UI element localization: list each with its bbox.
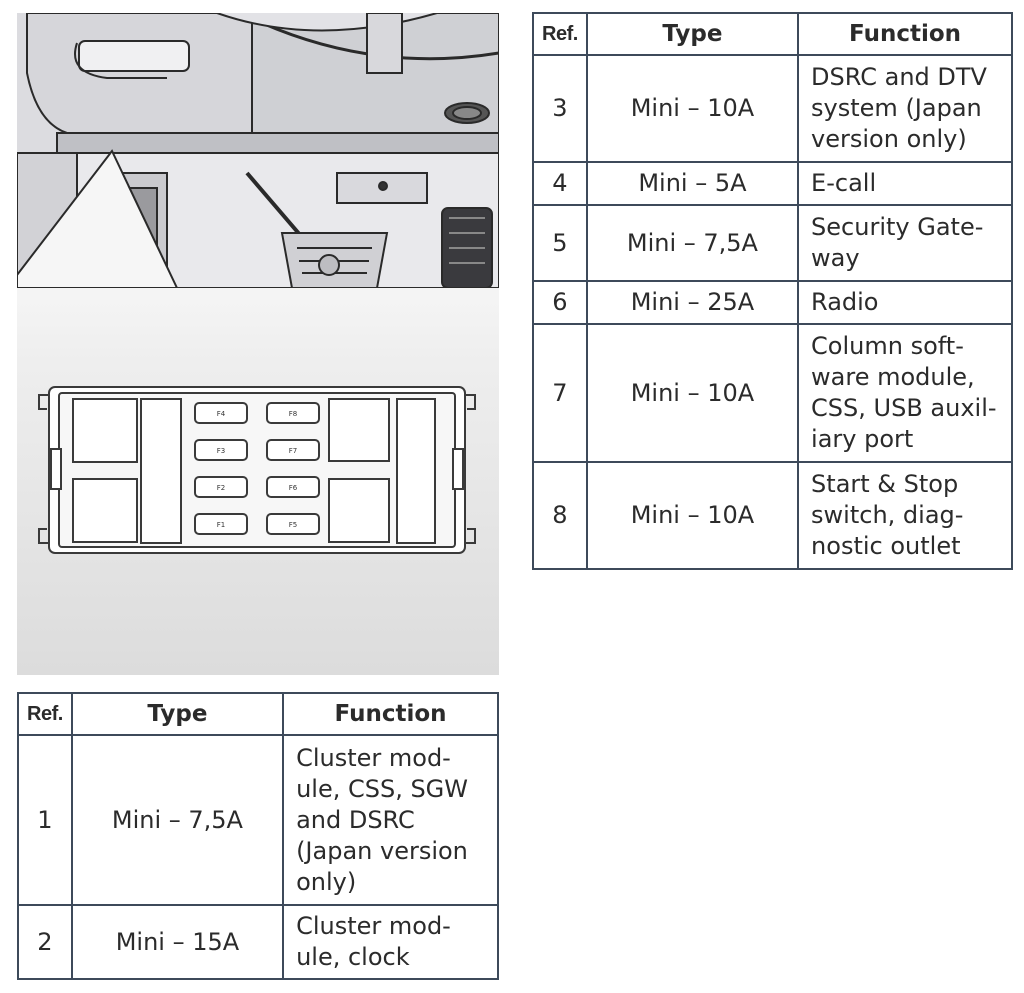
cell-type: Mini – 7,5A — [70, 734, 285, 906]
cell-ref: 8 — [532, 461, 588, 570]
function-line: and DSRC — [296, 805, 415, 834]
header-type: Type — [70, 692, 285, 736]
function-line: switch, diag- — [811, 501, 964, 529]
table-header-row: Ref. Type Function — [532, 12, 1013, 56]
fuse-table-lower: Ref. Type Function 1 Mini – 7,5A Cluster… — [17, 692, 499, 980]
fuse-label-f7: F7 — [289, 447, 297, 455]
cell-function: Start & Stop switch, diag- nostic outlet — [797, 461, 1013, 570]
table-row: 4 Mini – 5A E-call — [532, 161, 1013, 206]
fuse-box-illustration: F4 F8 F3 F7 F2 F6 F1 F5 — [17, 13, 499, 675]
header-function: Function — [282, 692, 499, 736]
cell-ref: 7 — [532, 323, 588, 463]
header-type: Type — [585, 12, 800, 56]
table-row: 3 Mini – 10A DSRC and DTV system (Japan … — [532, 54, 1013, 163]
fuse-label-f2: F2 — [217, 484, 225, 492]
cell-type: Mini – 7,5A — [585, 204, 800, 282]
table-row: 5 Mini – 7,5A Security Gate- way — [532, 204, 1013, 282]
header-ref: Ref. — [17, 692, 73, 736]
cell-ref: 3 — [532, 54, 588, 163]
function-line: Radio — [811, 288, 879, 316]
function-line: CSS, USB auxil- — [811, 394, 997, 422]
table-row: 6 Mini – 25A Radio — [532, 280, 1013, 325]
cell-type: Mini – 10A — [585, 54, 800, 163]
cell-function: Column soft- ware module, CSS, USB auxil… — [797, 323, 1013, 463]
fuse-table-upper: Ref. Type Function 3 Mini – 10A DSRC and… — [532, 12, 1013, 570]
cell-function: Radio — [797, 280, 1013, 325]
function-line: (Japan version — [296, 836, 468, 865]
function-line: only) — [296, 867, 357, 896]
table-row: 2 Mini – 15A Cluster mod- ule, clock — [17, 904, 499, 980]
cell-ref: 1 — [17, 734, 73, 906]
function-line: ule, CSS, SGW — [296, 774, 469, 803]
function-line: Security Gate- — [811, 213, 984, 241]
cell-function: E-call — [797, 161, 1013, 206]
fuse-label-f8: F8 — [289, 410, 297, 418]
header-ref: Ref. — [532, 12, 588, 56]
table-row: 1 Mini – 7,5A Cluster mod- ule, CSS, SGW… — [17, 734, 499, 906]
function-line: Start & Stop — [811, 470, 959, 498]
fuse-label-f1: F1 — [217, 521, 225, 529]
function-line: way — [811, 244, 860, 272]
fuse-label-f4: F4 — [217, 410, 226, 418]
cell-ref: 6 — [532, 280, 588, 325]
function-line: DSRC and DTV — [811, 63, 987, 91]
fuse-label-f3: F3 — [217, 447, 225, 455]
cell-type: Mini – 25A — [585, 280, 800, 325]
header-function: Function — [797, 12, 1013, 56]
table-header-row: Ref. Type Function — [17, 692, 499, 736]
dashboard-drawing: F4 F8 F3 F7 F2 F6 F1 F5 — [17, 13, 499, 554]
cell-ref: 4 — [532, 161, 588, 206]
fuse-label-f6: F6 — [289, 484, 298, 492]
function-line: ware module, — [811, 363, 975, 391]
function-line: version only) — [811, 125, 967, 153]
fuse-label-f5: F5 — [289, 521, 297, 529]
cell-function: Cluster mod- ule, CSS, SGW and DSRC (Jap… — [282, 734, 499, 906]
cell-type: Mini – 15A — [70, 904, 285, 980]
cell-ref: 5 — [532, 204, 588, 282]
function-line: Cluster mod- — [296, 912, 451, 940]
function-line: E-call — [811, 169, 877, 197]
function-line: ule, clock — [296, 943, 410, 971]
cell-function: DSRC and DTV system (Japan version only) — [797, 54, 1013, 163]
cell-function: Security Gate- way — [797, 204, 1013, 282]
function-line: nostic outlet — [811, 532, 961, 560]
function-line: Column soft- — [811, 332, 964, 360]
cell-type: Mini – 10A — [585, 461, 800, 570]
table-row: 7 Mini – 10A Column soft- ware module, C… — [532, 323, 1013, 463]
cell-ref: 2 — [17, 904, 73, 980]
cell-type: Mini – 10A — [585, 323, 800, 463]
function-line: iary port — [811, 425, 914, 453]
function-line: Cluster mod- — [296, 743, 451, 772]
function-line: system (Japan — [811, 94, 982, 122]
table-row: 8 Mini – 10A Start & Stop switch, diag- … — [532, 461, 1013, 570]
cell-function: Cluster mod- ule, clock — [282, 904, 499, 980]
cell-type: Mini – 5A — [585, 161, 800, 206]
